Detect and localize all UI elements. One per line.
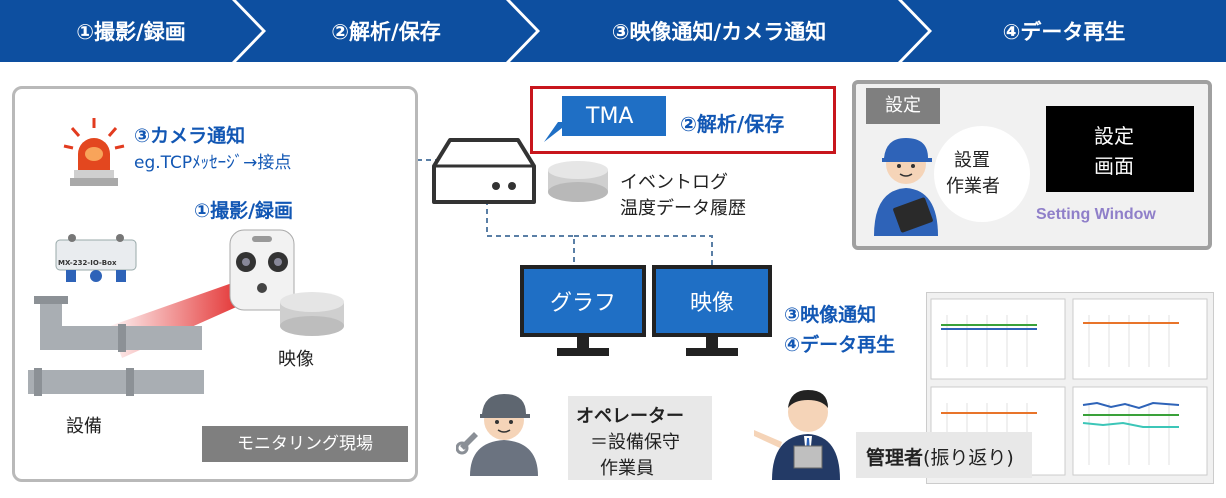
video-monitor-stand [682,336,742,358]
operator-title: オペレーター [576,406,684,427]
temperature-history-label: 温度データ履歴 [620,198,746,219]
step-2: ②解析/保存 [236,0,536,62]
video-notify-label: ③映像通知 [784,304,877,326]
operator-role: ＝設備保守 [590,432,680,453]
tma-callout [540,94,668,146]
installer-avatar-icon [868,126,944,236]
pipe-equipment-icon [26,296,206,402]
step-3-label: ③映像通知/カメラ通知 [611,20,827,44]
operator-role-2: 作業員 [600,458,654,479]
manager-label-box [856,432,1032,478]
camera-notify-sub: eg.TCPﾒｯｾｰｼﾞ→接点 [134,153,292,173]
manager-title-rest: (振り返り) [923,447,1014,469]
step-1-label: ①撮影/録画 [76,20,186,44]
step-2-label: ②解析/保存 [331,20,441,44]
installer-bubble [934,126,1030,222]
capture-label: ①撮影/録画 [194,200,294,222]
event-log-label: イベントログ [620,172,728,193]
analyze-store-label: ②解析/保存 [680,112,785,136]
video-monitor: 映像 [652,265,772,337]
io-box-icon [52,232,140,288]
installer-label-2: 作業者 [946,176,1000,197]
installer-label-1: 設置 [954,150,990,171]
manager-title-bold: 管理者 [866,447,924,469]
manager-title: 管理者(振り返り) [866,443,1014,470]
step-3: ③映像通知/カメラ通知 [510,0,928,62]
equipment-label: 設備 [66,416,102,437]
server-icon [430,136,538,208]
video-storage-icon [278,292,346,338]
step-4: ④データ再生 [902,0,1226,62]
graph-monitor-stand [553,336,613,358]
settings-screen [1046,106,1194,192]
database-icon [546,160,610,204]
manager-avatar-icon [752,376,848,480]
video-monitor-label: 映像 [689,291,734,316]
monitoring-site-tag: モニタリング現場 [202,426,408,462]
settings-screen-label-1: 設定 [1094,124,1134,148]
step-1: ①撮影/録画 [0,0,262,62]
settings-tag: 設定 [866,88,940,124]
operator-label-box [568,396,712,480]
step-4-label: ④データ再生 [1002,20,1126,44]
graph-monitor: グラフ [520,265,646,337]
graph-monitor-label: グラフ [549,291,616,316]
setting-window-label: Setting Window [1036,206,1156,223]
operator-avatar-icon [455,384,552,476]
tma-label: TMA [586,104,634,129]
video-label: 映像 [278,349,314,370]
settings-screen-label-2: 画面 [1094,154,1134,178]
io-box-label: MX-232-IO-Box [58,259,117,267]
data-playback-label: ④データ再生 [784,334,896,356]
warning-lamp-icon [62,116,126,188]
camera-notify-title: ③カメラ通知 [134,125,246,147]
camera-icon [226,226,298,314]
